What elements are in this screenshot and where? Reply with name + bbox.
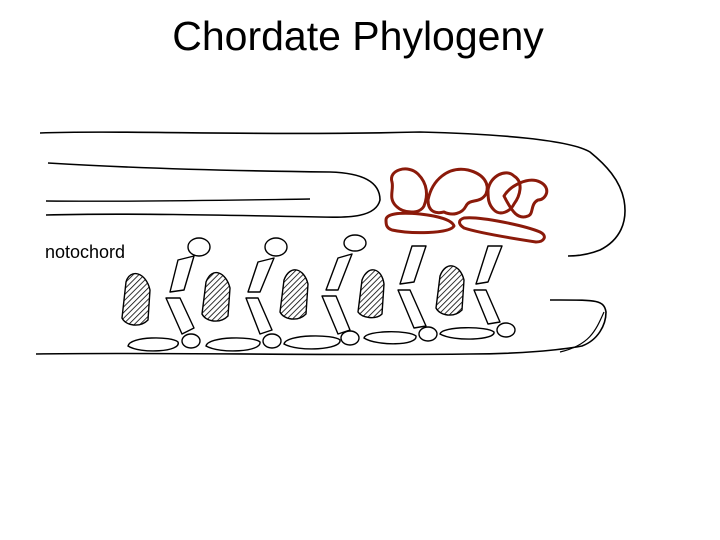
cranium-highlight <box>384 167 549 244</box>
ventral-bars <box>127 327 495 352</box>
ventral-bar-3 <box>283 335 341 350</box>
gill-slit-3 <box>279 269 309 320</box>
body-outline-bottom <box>35 299 607 356</box>
arch-5-upper <box>475 245 503 285</box>
arch-4-base <box>418 326 438 342</box>
gill-arches <box>165 234 516 349</box>
arch-4-lower <box>397 289 427 329</box>
gill-slits <box>121 265 465 326</box>
arch-3-base <box>340 330 360 346</box>
arch-2-top <box>264 237 288 257</box>
dorsal-inner-line-b <box>45 198 311 202</box>
ventral-bar-1 <box>127 337 179 352</box>
arch-3-lower <box>321 295 351 335</box>
jaw-line <box>559 311 605 353</box>
gill-slit-5 <box>435 265 465 316</box>
arch-5-lower <box>473 289 501 325</box>
ventral-bar-2 <box>205 337 261 352</box>
ventral-bar-5 <box>439 327 495 340</box>
gill-slit-1 <box>121 272 151 326</box>
cranial-lobe-2 <box>426 167 489 216</box>
slide-title: Chordate Phylogeny <box>172 13 544 59</box>
arch-2-lower <box>245 297 273 335</box>
cranial-lobe-4 <box>502 178 549 219</box>
arch-2-base <box>262 333 282 349</box>
gill-slit-2 <box>201 271 231 322</box>
arch-5-base <box>496 322 516 338</box>
cranial-rod <box>458 216 546 244</box>
ventral-bar-4 <box>363 331 417 345</box>
arch-1-lower <box>165 297 195 335</box>
cranial-lobe-3 <box>486 171 522 215</box>
gill-slit-4 <box>357 269 385 319</box>
arch-1-base <box>181 333 201 349</box>
body-outline-top <box>39 131 626 257</box>
arch-2-upper <box>247 257 275 293</box>
dorsal-inner-line <box>45 162 381 219</box>
arch-3-top <box>343 234 367 252</box>
arch-3-upper <box>325 253 353 291</box>
cranial-floor-plate <box>384 211 456 235</box>
arch-1-top <box>187 237 211 257</box>
arch-4-upper <box>399 245 427 285</box>
cranial-lobe-1 <box>390 167 428 214</box>
label-notochord: notochord <box>45 242 125 262</box>
arch-1-upper <box>169 255 195 293</box>
